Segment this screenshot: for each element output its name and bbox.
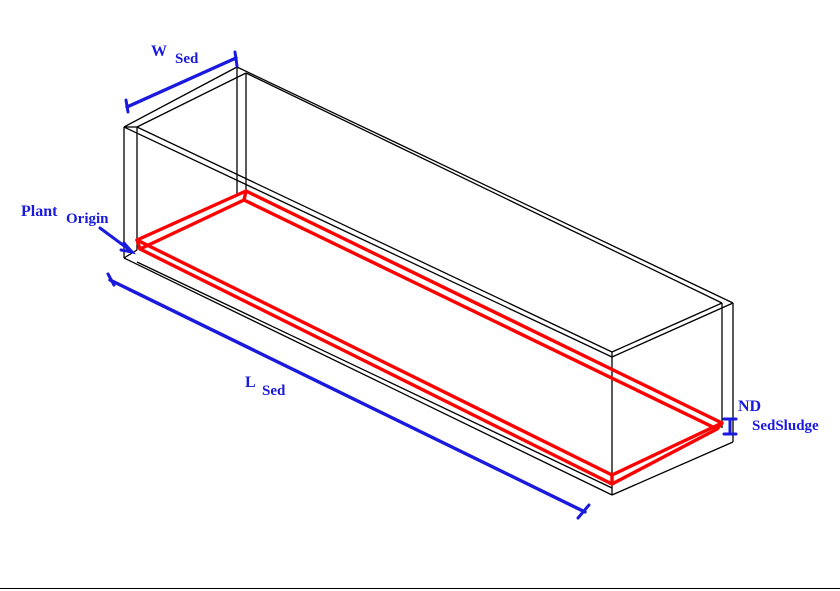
sludge-depth-dimension: ND SedSludge <box>722 398 819 436</box>
width-label-subscript: Sed <box>175 51 199 67</box>
length-dimension-tick <box>106 272 116 287</box>
width-dimension-tick <box>124 98 130 114</box>
origin-arrowhead-icon <box>119 241 137 255</box>
width-dimension-line <box>125 56 238 109</box>
width-dimension-tick <box>233 50 239 68</box>
sludge-outline-outer <box>135 189 724 477</box>
tank-edge <box>611 302 723 353</box>
tank-edge <box>236 66 734 304</box>
origin-label: Plant <box>21 203 58 220</box>
tank-outline <box>123 66 734 496</box>
length-dimension-tick <box>576 503 591 520</box>
sludge-layer <box>135 189 724 486</box>
tank-edge <box>123 249 138 259</box>
tank-edge <box>136 261 613 489</box>
tank-edge <box>123 257 613 496</box>
width-dimension: W Sed <box>124 43 239 114</box>
tank-edge <box>123 66 238 128</box>
tank-edge <box>245 72 723 304</box>
sludge-depth-label-subscript: SedSludge <box>752 418 819 434</box>
length-label-subscript: Sed <box>262 383 286 399</box>
tank-edge <box>136 72 247 128</box>
width-label: W <box>151 43 167 60</box>
length-label: L <box>245 374 256 391</box>
sludge-outline-inner <box>138 198 719 486</box>
tank-edge <box>611 302 734 358</box>
length-dimension-line <box>108 278 587 514</box>
sludge-edge <box>715 421 724 431</box>
origin-label-subscript: Origin <box>66 211 109 227</box>
origin-marker: Plant Origin <box>21 203 137 255</box>
frame-bottom-border <box>0 588 840 589</box>
tank-edge <box>611 441 734 496</box>
sludge-depth-label: ND <box>738 398 761 415</box>
tank-edge <box>123 126 613 358</box>
sludge-edge <box>242 189 248 202</box>
length-dimension: L Sed <box>106 272 591 520</box>
tank-edge <box>136 126 613 353</box>
sludge-edge <box>135 238 142 251</box>
